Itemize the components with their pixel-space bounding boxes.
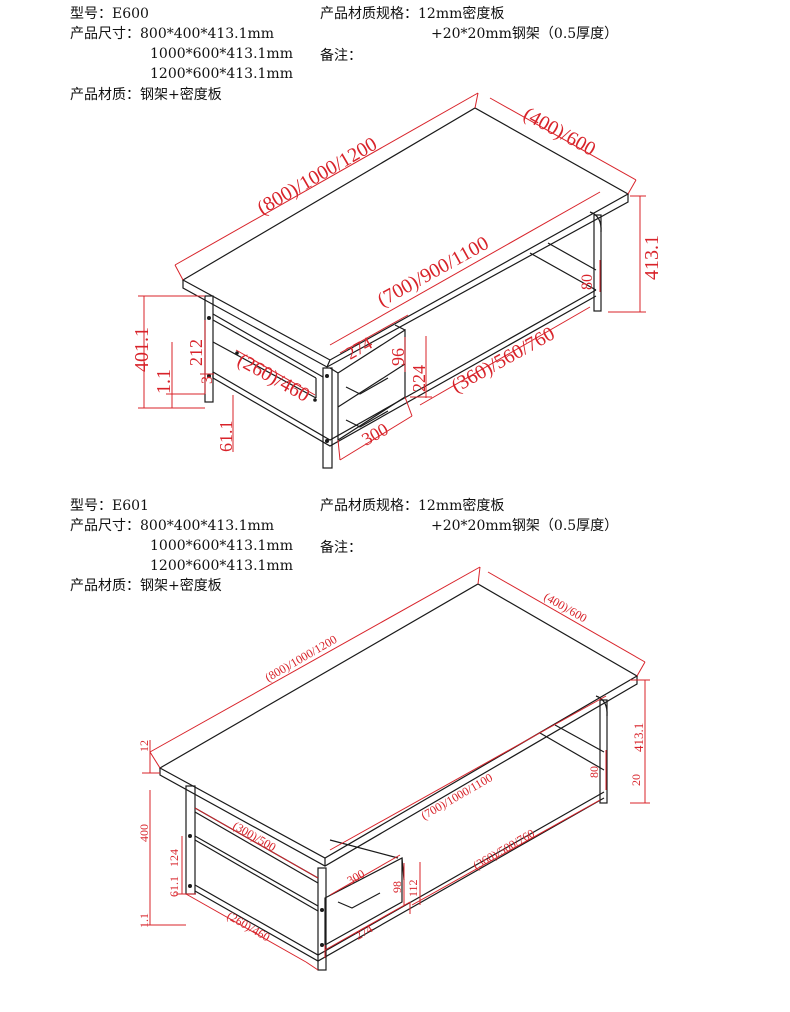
dim-height: 413.1 — [631, 723, 646, 752]
dim-total-height: 401.1 — [131, 327, 153, 372]
size-label: 产品尺寸：800*400*413.1mm — [70, 518, 275, 534]
dim-3: 3 — [199, 376, 216, 384]
dim-124: 124 — [167, 849, 181, 867]
dim-80: 80 — [579, 274, 596, 290]
dim-20: 20 — [629, 774, 643, 786]
spec-line: +20*20mm钢架（0.5厚度） — [431, 26, 619, 42]
size-line: 1000*600*413.1mm — [150, 46, 293, 62]
dim-lower-length: (360)/500/760 — [471, 826, 537, 872]
dim-400: 400 — [137, 824, 151, 842]
dimension-lines — [142, 566, 650, 971]
dim-98: 98 — [390, 881, 404, 893]
material-label: 产品材质：钢架+密度板 — [70, 578, 222, 594]
tabletop — [158, 583, 639, 867]
spec-label: 产品材质规格：12mm密度板 — [320, 498, 505, 514]
note-label: 备注： — [320, 48, 362, 64]
note-label: 备注： — [320, 540, 362, 556]
dim-61-1: 61.1 — [216, 421, 236, 453]
dim-1-1: 1.1 — [153, 369, 175, 394]
dim-224: 224 — [409, 365, 429, 392]
size-label: 产品尺寸：800*400*413.1mm — [70, 26, 275, 42]
table-drawing-e600: (800)/1000/1200 (400)/600 413.1 (700)/90… — [131, 92, 663, 469]
dim-length: (800)/1000/1200 — [263, 632, 340, 684]
dim-80: 80 — [587, 766, 601, 778]
dim-left-depth: (260)/460 — [225, 908, 273, 944]
dim-12: 12 — [137, 740, 151, 752]
dimension-lines — [138, 92, 646, 461]
model-label: 型号：E600 — [70, 6, 149, 22]
screw-dots — [207, 316, 329, 443]
material-label: 产品材质：钢架+密度板 — [70, 87, 222, 103]
spec-label: 产品材质规格：12mm密度板 — [320, 6, 505, 22]
dim-212: 212 — [186, 339, 206, 366]
model-label: 型号：E601 — [70, 498, 149, 514]
dim-112: 112 — [406, 879, 420, 897]
dim-1-1: 1.1 — [137, 913, 151, 928]
dim-61-1: 61.1 — [167, 876, 181, 897]
screw-dots — [188, 834, 324, 947]
size-line: 1200*600*413.1mm — [150, 66, 293, 82]
spec-line: +20*20mm钢架（0.5厚度） — [431, 518, 619, 534]
size-line: 1200*600*413.1mm — [150, 558, 293, 574]
dim-height: 413.1 — [641, 235, 663, 280]
dim-96: 96 — [388, 348, 408, 366]
size-line: 1000*600*413.1mm — [150, 538, 293, 554]
lower-shelf — [212, 242, 597, 447]
